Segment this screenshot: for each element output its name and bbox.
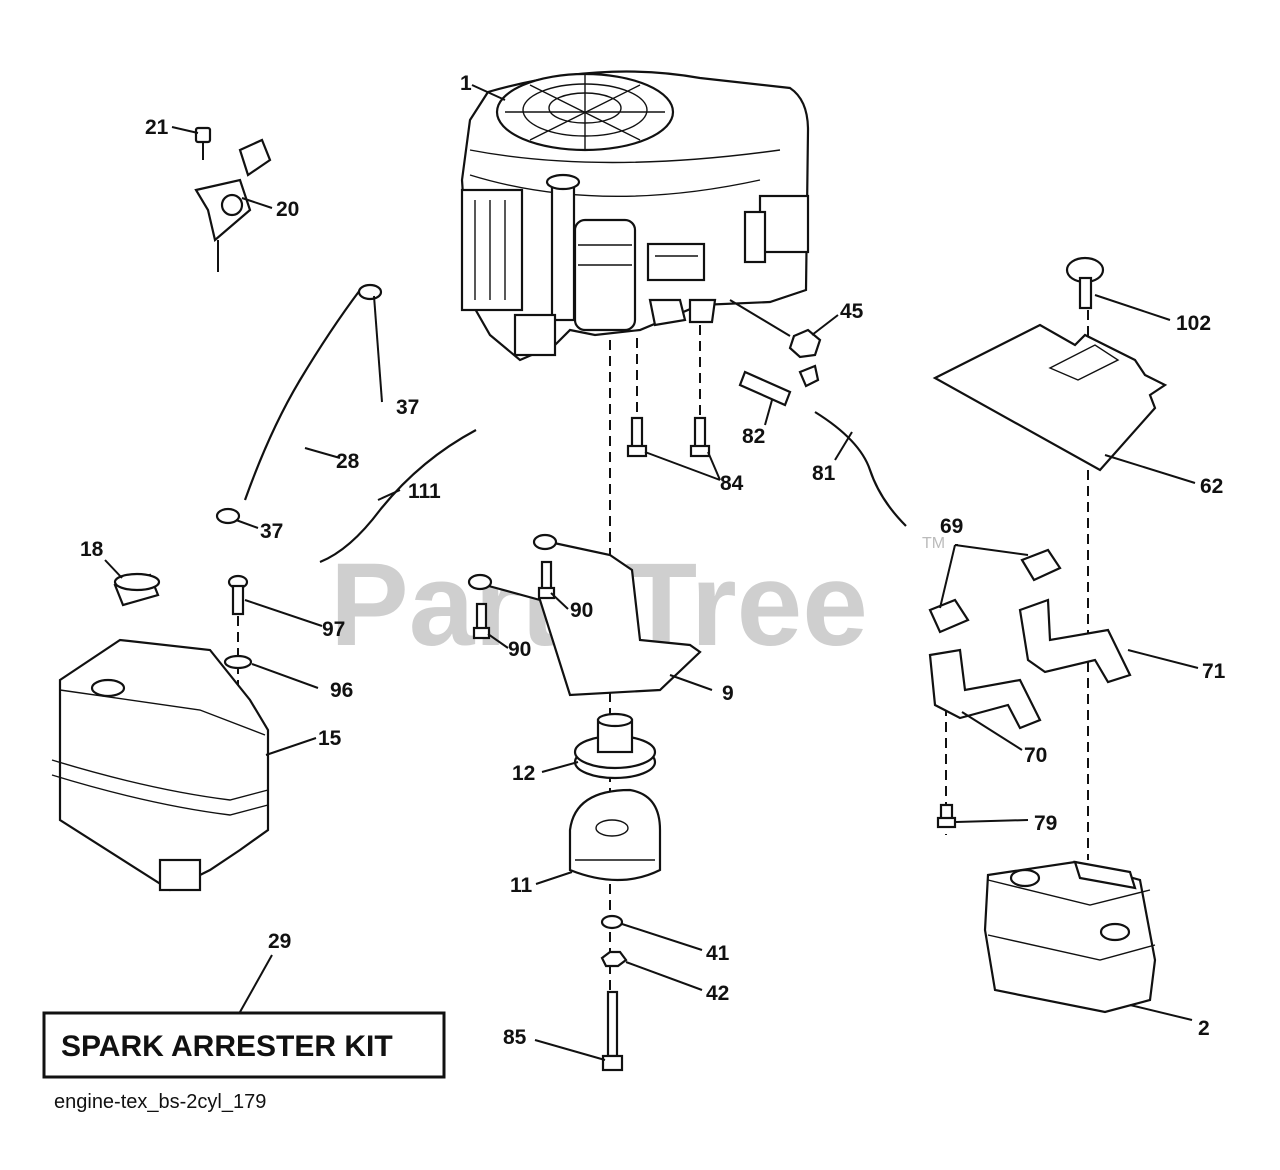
gasket-9[interactable] <box>467 533 702 697</box>
callout-82: 82 <box>742 425 765 448</box>
fuel-line-81[interactable] <box>814 411 907 527</box>
callout-37-upper: 37 <box>396 396 419 419</box>
fuel-cap-18[interactable] <box>113 572 161 607</box>
bolt-79[interactable] <box>936 803 957 829</box>
callout-21: 21 <box>145 116 169 139</box>
bolts-90[interactable] <box>472 560 556 640</box>
callout-42: 42 <box>706 982 729 1005</box>
washer-41[interactable] <box>600 914 624 930</box>
fuel-hose-28[interactable] <box>215 283 383 525</box>
callout-labels: 1 2 9 11 12 15 18 20 21 28 29 37 37 41 4… <box>80 72 1226 1049</box>
pto-clutch-11[interactable] <box>568 788 662 882</box>
callout-70: 70 <box>1024 744 1047 767</box>
spark-arrester-kit-label: SPARK ARRESTER KIT <box>61 1030 393 1063</box>
pulley-12[interactable] <box>573 712 657 780</box>
callout-15: 15 <box>318 727 342 750</box>
washer-42[interactable] <box>600 950 628 968</box>
callout-45: 45 <box>840 300 864 323</box>
throttle-bracket-part[interactable] <box>194 126 272 272</box>
callout-79: 79 <box>1034 812 1057 835</box>
callout-81: 81 <box>812 462 836 485</box>
callout-90-lower: 90 <box>508 638 531 661</box>
leader-lines <box>104 84 1199 1061</box>
callout-28: 28 <box>336 450 360 473</box>
bolt-85[interactable] <box>601 990 624 1072</box>
spark-arrester-kit-box[interactable]: SPARK ARRESTER KIT <box>42 1011 446 1079</box>
exhaust-gaskets-69[interactable] <box>928 548 1062 634</box>
callout-85: 85 <box>503 1026 527 1049</box>
callout-111: 111 <box>408 480 441 503</box>
callout-62: 62 <box>1200 475 1223 498</box>
callout-18: 18 <box>80 538 104 561</box>
screw-97[interactable] <box>227 574 249 616</box>
exhaust-pipe-70[interactable] <box>928 648 1042 730</box>
callout-97: 97 <box>322 618 345 641</box>
callout-2: 2 <box>1198 1017 1210 1040</box>
callout-12: 12 <box>512 762 535 785</box>
callout-90-upper: 90 <box>570 599 593 622</box>
diagram-code: engine-tex_bs-2cyl_179 <box>54 1091 266 1113</box>
watermark-trademark: TM <box>922 535 945 552</box>
muffler-2[interactable] <box>983 860 1157 1014</box>
callout-20: 20 <box>276 198 299 221</box>
fuel-tank-15[interactable] <box>51 638 270 892</box>
callout-96: 96 <box>330 679 353 702</box>
callout-11: 11 <box>510 874 533 897</box>
screw-102[interactable] <box>1065 256 1105 310</box>
callout-37-lower: 37 <box>260 520 283 543</box>
washer-96[interactable] <box>223 654 253 670</box>
callout-1: 1 <box>460 72 472 95</box>
callout-41: 41 <box>706 942 730 965</box>
callout-71: 71 <box>1202 660 1226 683</box>
callout-69: 69 <box>940 515 963 538</box>
callout-102: 102 <box>1176 312 1211 335</box>
callout-84: 84 <box>720 472 744 495</box>
callout-29: 29 <box>268 930 291 953</box>
fuel-hose-111[interactable] <box>319 429 477 564</box>
exhaust-pipe-71[interactable] <box>1018 598 1132 684</box>
bolts-84[interactable] <box>626 416 711 458</box>
nut-45[interactable] <box>788 328 822 359</box>
callout-9: 9 <box>722 682 734 705</box>
heat-shield-62[interactable] <box>932 323 1168 472</box>
fuel-fitting-82[interactable] <box>738 364 820 407</box>
engine-part[interactable] <box>460 70 810 362</box>
